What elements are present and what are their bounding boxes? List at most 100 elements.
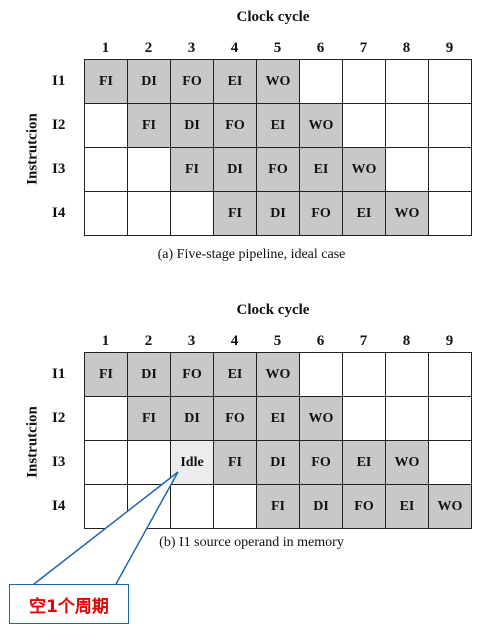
empty-cell — [170, 484, 214, 529]
stage-cell: FO — [256, 147, 300, 192]
stage-cell: EI — [299, 147, 343, 192]
stage-cell: FO — [170, 352, 214, 397]
clock-cycle-title: Clock cycle — [236, 9, 310, 25]
y-axis-label-text: Instrutcion — [24, 112, 41, 185]
cycle-number-label: 5 — [273, 40, 282, 56]
empty-cell — [342, 103, 386, 148]
stage-cell: FI — [170, 147, 214, 192]
cycle-number-label: 5 — [273, 333, 282, 349]
cycle-number-label: 7 — [359, 40, 368, 56]
cycle-number-label: 6 — [316, 333, 325, 349]
cycle-number-label: 3 — [187, 333, 196, 349]
instruction-label: I3 — [52, 161, 66, 177]
stage-cell: DI — [299, 484, 343, 529]
empty-cell — [127, 147, 171, 192]
stage-cell: FI — [84, 59, 128, 104]
stage-cell: WO — [385, 440, 429, 485]
empty-cell — [342, 352, 386, 397]
empty-cell — [342, 396, 386, 441]
empty-cell — [127, 484, 171, 529]
empty-cell — [342, 59, 386, 104]
stage-cell: WO — [256, 352, 300, 397]
stage-cell: DI — [256, 440, 300, 485]
empty-cell — [213, 484, 257, 529]
y-axis-label: Instrutcion — [20, 355, 46, 528]
empty-cell — [428, 396, 472, 441]
instruction-label: I2 — [52, 117, 66, 133]
idle-cell: Idle — [170, 440, 214, 485]
stage-cell: WO — [256, 59, 300, 104]
diagram-caption: (b) I1 source operand in memory — [159, 535, 344, 550]
stage-cell: DI — [127, 59, 171, 104]
empty-cell — [428, 352, 472, 397]
cycle-number-label: 1 — [101, 40, 110, 56]
stage-cell: DI — [256, 191, 300, 236]
diagram-caption: (a) Five-stage pipeline, ideal case — [157, 247, 346, 262]
stage-cell: FI — [127, 396, 171, 441]
stage-cell: EI — [213, 352, 257, 397]
stage-cell: WO — [342, 147, 386, 192]
empty-cell — [127, 440, 171, 485]
empty-cell — [428, 191, 472, 236]
empty-cell — [385, 103, 429, 148]
empty-cell — [299, 59, 343, 104]
y-axis-label-text: Instrutcion — [24, 405, 41, 478]
stage-cell: FI — [84, 352, 128, 397]
stage-cell: EI — [213, 59, 257, 104]
instruction-label: I4 — [52, 498, 66, 514]
instruction-label: I1 — [52, 73, 66, 89]
empty-cell — [84, 103, 128, 148]
stage-cell: FO — [213, 396, 257, 441]
stage-cell: FO — [299, 191, 343, 236]
cycle-number-label: 4 — [230, 333, 239, 349]
cycle-number-label: 3 — [187, 40, 196, 56]
stage-cell: DI — [127, 352, 171, 397]
stage-cell: DI — [213, 147, 257, 192]
instruction-label: I4 — [52, 205, 66, 221]
instruction-label: I2 — [52, 410, 66, 426]
cycle-number-label: 7 — [359, 333, 368, 349]
empty-cell — [84, 191, 128, 236]
empty-cell — [385, 59, 429, 104]
stage-cell: FI — [256, 484, 300, 529]
cycle-number-label: 9 — [445, 333, 454, 349]
stage-cell: FI — [127, 103, 171, 148]
cycle-number-label: 1 — [101, 333, 110, 349]
empty-cell — [299, 352, 343, 397]
stage-cell: DI — [170, 103, 214, 148]
cycle-number-label: 8 — [402, 40, 411, 56]
empty-cell — [385, 147, 429, 192]
empty-cell — [84, 147, 128, 192]
stage-cell: FO — [299, 440, 343, 485]
stage-cell: EI — [256, 396, 300, 441]
empty-cell — [385, 396, 429, 441]
empty-cell — [428, 103, 472, 148]
empty-cell — [428, 147, 472, 192]
empty-cell — [428, 440, 472, 485]
stage-cell: WO — [385, 191, 429, 236]
y-axis-label: Instrutcion — [20, 62, 46, 235]
clock-cycle-title: Clock cycle — [236, 302, 310, 318]
empty-cell — [428, 59, 472, 104]
stage-cell: DI — [170, 396, 214, 441]
stage-cell: FI — [213, 440, 257, 485]
empty-cell — [84, 396, 128, 441]
empty-cell — [385, 352, 429, 397]
stage-cell: FO — [213, 103, 257, 148]
cycle-number-label: 4 — [230, 40, 239, 56]
stage-cell: FI — [213, 191, 257, 236]
cycle-number-label: 9 — [445, 40, 454, 56]
stage-cell: EI — [342, 440, 386, 485]
instruction-label: I1 — [52, 366, 66, 382]
callout-box: 空1个周期 — [9, 584, 129, 624]
stage-cell: WO — [299, 396, 343, 441]
cycle-number-label: 2 — [144, 40, 153, 56]
